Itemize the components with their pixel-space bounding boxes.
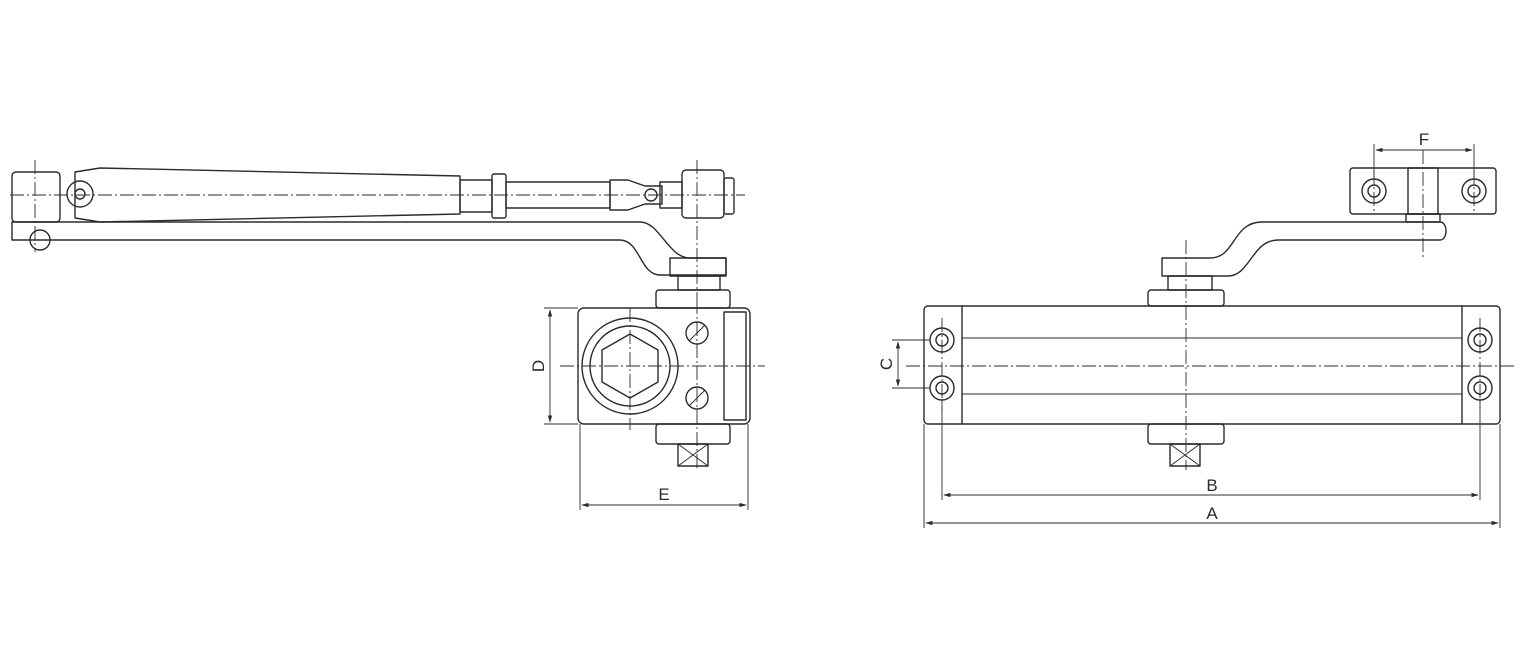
dimension-a-label: A [1206,504,1218,523]
dimension-d-label: D [529,360,548,372]
spindle-collar [677,275,721,291]
spindle-top-flange [655,289,731,309]
main-arm [11,221,727,276]
clevis-bracket [681,169,725,219]
arm-pivot-pin [74,188,86,200]
dimension-a: A [923,424,1501,528]
front-arm-profile [1161,221,1447,277]
arm-hex-nut [491,173,507,219]
main-arm-profile [11,221,727,276]
front-view: C F B A [877,130,1515,528]
clevis-plate [723,177,735,215]
arm-pivot-outer [66,180,94,208]
closer-body-front [923,305,1501,467]
adjustable-arm [11,167,735,223]
front-arm-shoe-link [1405,213,1441,223]
closer-body-side [577,307,751,467]
dimension-d: D [529,307,578,425]
spindle-bottom-flange [655,423,731,445]
main-arm-end-pin [29,229,51,251]
front-spindle-bottom-square [1169,443,1201,467]
spindle-stack [655,257,731,309]
arm-rod-end [609,179,663,211]
dimension-e: E [579,424,749,510]
adjust-screw-lower [685,386,709,410]
spindle-bottom-cross-b [677,443,709,467]
dimension-f-label: F [1419,130,1429,149]
dimension-c: C [877,339,930,389]
front-spindle-collar [1167,275,1213,291]
arm-collar [459,179,493,213]
side-view: D E [10,160,765,510]
front-body-outline [923,305,1501,425]
dimension-e-label: E [658,485,669,504]
dimension-f: F [1373,130,1475,178]
spindle-cap [669,257,727,277]
mounting-shoe [1349,150,1497,258]
spindle-bottom-square [677,443,709,467]
dimension-b: B [941,400,1481,500]
arm-end-bracket [11,171,61,223]
dimension-b-label: B [1206,476,1217,495]
front-arm [1161,213,1447,277]
arm-main-tube [74,167,461,223]
front-spindle-cross-b [1169,443,1201,467]
dimension-c-label: C [877,358,896,370]
